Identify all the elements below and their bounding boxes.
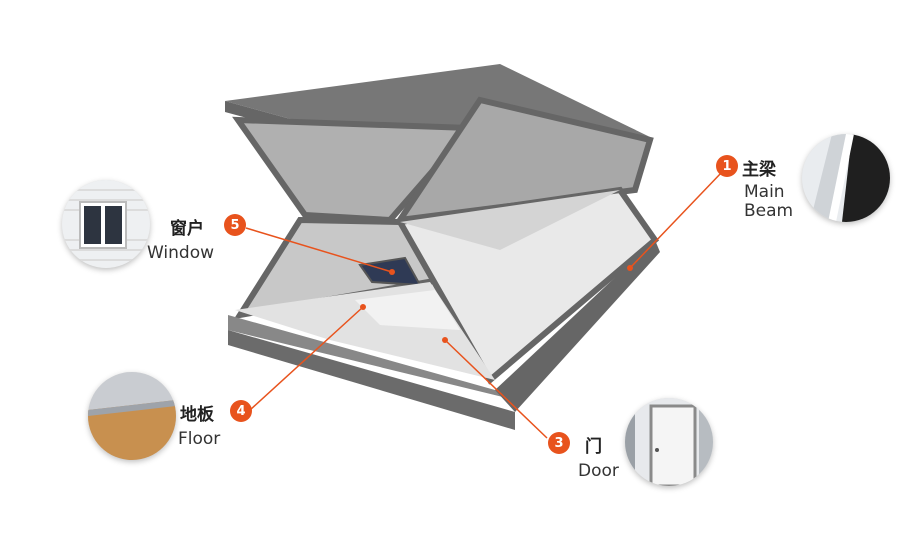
floor-board bbox=[355, 290, 460, 330]
label-en-main-beam-line1: Main bbox=[744, 182, 785, 202]
leader-main-beam bbox=[629, 171, 723, 269]
main-beam-photo-icon bbox=[802, 134, 890, 222]
label-en-floor: Floor bbox=[178, 429, 221, 449]
floor-photo-icon bbox=[88, 372, 176, 460]
label-zh-main-beam: 主梁 bbox=[742, 160, 776, 180]
dot-main-beam bbox=[627, 265, 633, 271]
window-photo-icon bbox=[62, 180, 150, 268]
label-zh-floor: 地板 bbox=[180, 405, 214, 425]
badge-door: 3 bbox=[548, 432, 570, 454]
base-right bbox=[495, 240, 660, 412]
badge-window: 5 bbox=[224, 214, 246, 236]
label-zh-window: 窗户 bbox=[170, 219, 204, 239]
leader-door bbox=[444, 339, 548, 439]
upper-right-panel bbox=[393, 96, 654, 224]
base-top bbox=[228, 315, 515, 400]
label-en-door: Door bbox=[578, 461, 619, 481]
base-front bbox=[228, 330, 515, 430]
badge-main-beam: 1 bbox=[716, 155, 738, 177]
label-en-main-beam-line2: Beam bbox=[744, 201, 794, 221]
dot-floor bbox=[360, 304, 366, 310]
dot-window bbox=[389, 269, 395, 275]
dot-door bbox=[442, 337, 448, 343]
leader-window bbox=[245, 227, 393, 273]
label-en-window: Window bbox=[147, 243, 215, 263]
label-zh-door: 门 bbox=[585, 437, 602, 457]
lower-right-shade bbox=[400, 190, 620, 250]
door-photo-icon bbox=[625, 398, 713, 486]
leader-floor bbox=[249, 306, 364, 411]
badge-floor: 4 bbox=[230, 400, 252, 422]
